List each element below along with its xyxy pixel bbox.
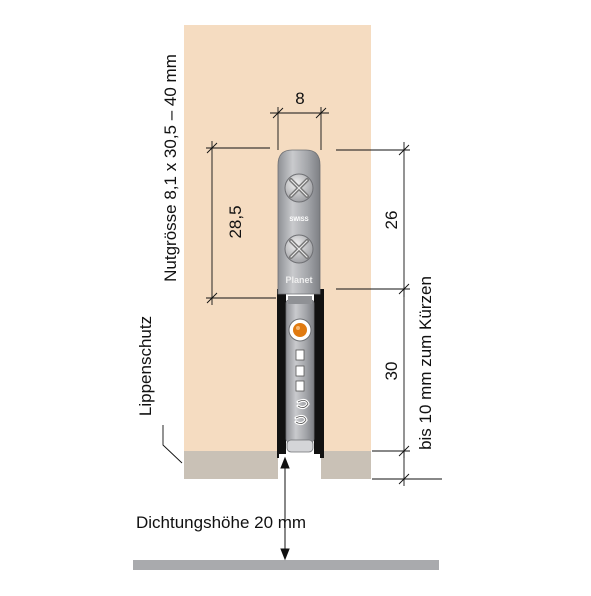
seal-height-arrow — [280, 456, 290, 561]
brand-planet: Planet — [285, 275, 312, 285]
groove-channel — [277, 289, 324, 458]
door-right-part — [321, 25, 371, 479]
brand-swiss: SWISS — [289, 217, 308, 223]
mechanism-slot-1 — [295, 349, 305, 361]
floor — [133, 560, 439, 570]
screw-lower-icon — [284, 234, 314, 264]
lip-protection-label: Lippenschutz — [136, 316, 155, 416]
dim-width-label: 8 — [295, 89, 304, 108]
seal-height-label: Dichtungshöhe 20 mm — [136, 513, 306, 532]
groove-size-label: Nutgrösse 8,1 x 30,5 – 40 mm — [161, 54, 180, 282]
mechanism-spring-outline — [295, 400, 309, 424]
dim-width-lines — [270, 107, 329, 150]
lip-protection-left — [184, 451, 278, 479]
dim-profile-height-lines — [206, 141, 276, 305]
dim-profile-height-label: 28,5 — [226, 205, 245, 238]
seal-lip — [286, 439, 314, 453]
shortening-label: bis 10 mm zum Kürzen — [416, 276, 435, 450]
dim-upper-label: 26 — [382, 211, 401, 230]
mechanism-top-block — [288, 296, 312, 304]
dim-shortening-lines — [372, 451, 442, 486]
screw-upper-icon — [284, 173, 314, 203]
lip-protection-leader — [162, 425, 183, 464]
mechanism-slot-3 — [295, 380, 305, 392]
door-left-part — [184, 25, 278, 479]
lip-protection-right — [321, 451, 371, 479]
release-button-icon — [288, 318, 312, 342]
dim-lower-label: 30 — [382, 362, 401, 381]
mechanism-slot-2 — [295, 365, 305, 377]
